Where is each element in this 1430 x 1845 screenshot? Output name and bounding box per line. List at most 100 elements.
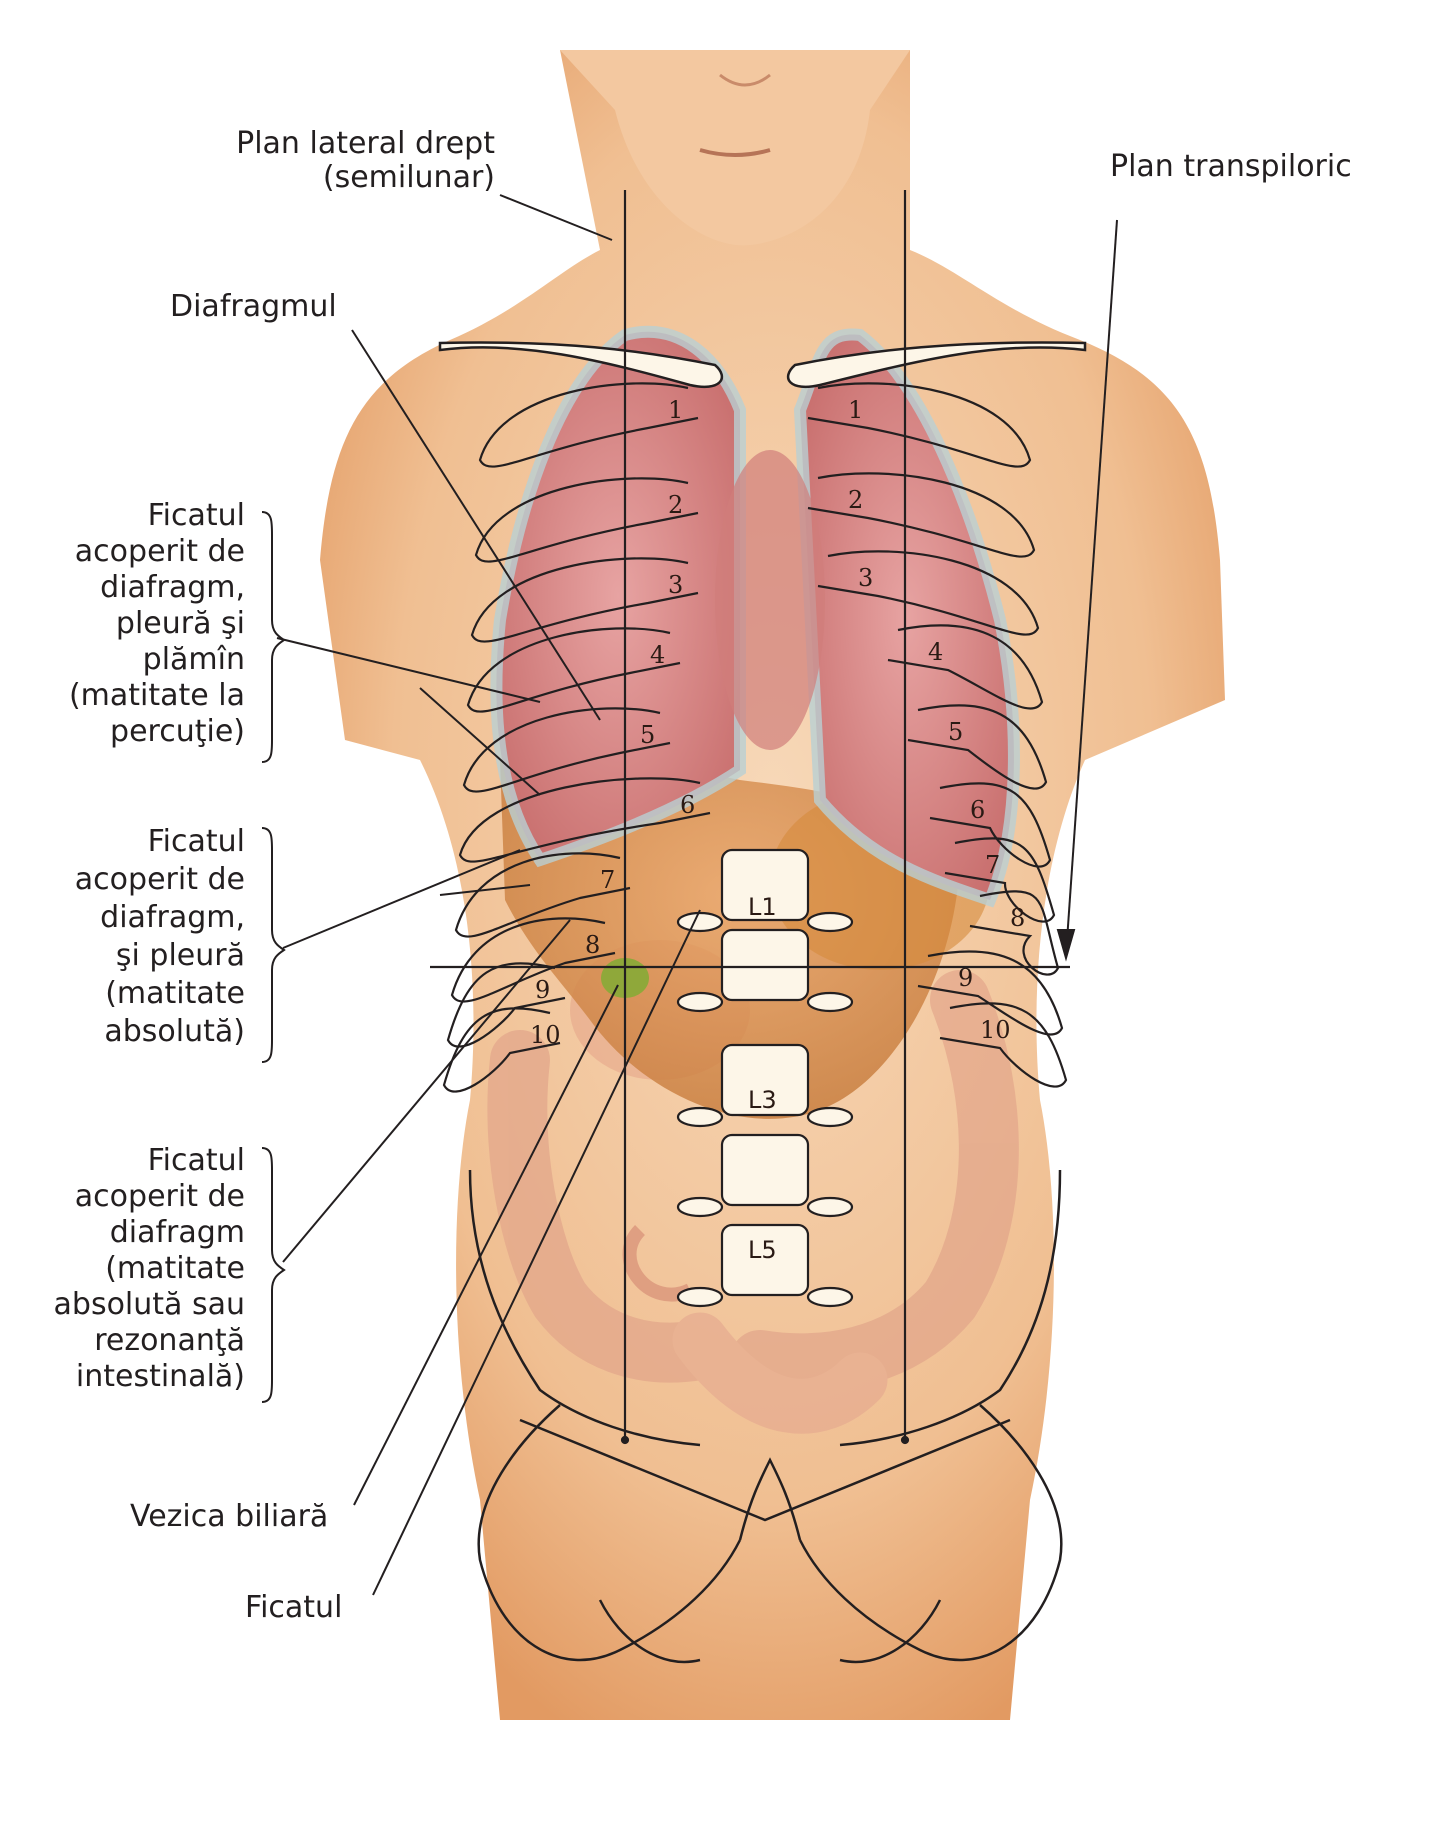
vertebra-process	[676, 1106, 724, 1128]
label-line: absolută sau	[53, 1287, 245, 1322]
label-ficatul-text: Ficatul	[245, 1590, 343, 1625]
lungs	[490, 325, 1020, 908]
label-diafragmul: Diafragmul	[170, 290, 337, 324]
label-line: Ficatul	[147, 824, 245, 859]
rib-label-right-2: 2	[848, 486, 863, 514]
vertebra-body	[720, 848, 810, 922]
rib-left-3	[470, 557, 699, 643]
rib-label-right-1: 1	[848, 396, 863, 424]
label-ficatul-group-3: Ficatul acoperit de diafragm (matitate a…	[20, 1143, 245, 1395]
label-ficatul: Ficatul	[245, 1591, 342, 1625]
label-line: diafragm,	[100, 900, 245, 935]
vertebra-process	[676, 911, 724, 933]
vertebra-process	[806, 991, 854, 1013]
rib-label-right-4: 4	[928, 638, 943, 666]
vertebra-body	[720, 1043, 810, 1117]
vertebra-process	[806, 911, 854, 933]
rib-label-left-3: 3	[668, 571, 683, 599]
label-line: diafragm	[109, 1215, 245, 1250]
leader-plan-lateral	[499, 194, 613, 241]
rib-right-10	[939, 1002, 1068, 1088]
label-plan-transpiloric-text: Plan transpiloric	[1110, 149, 1352, 184]
clavicles	[438, 341, 1087, 389]
rib-left-6	[458, 777, 711, 863]
leader-plan-transpiloric	[1065, 219, 1118, 956]
label-line: acoperit de	[74, 862, 245, 897]
label-line: (matitate	[105, 976, 245, 1011]
vertebra-body	[720, 1133, 810, 1207]
label-line: diafragm,	[100, 570, 245, 605]
leader-group-2a	[282, 849, 521, 949]
brace-3	[261, 1147, 286, 1403]
label-line: Ficatul	[147, 1143, 245, 1178]
rib-right-4	[887, 624, 1044, 710]
vertebra-process	[676, 1196, 724, 1218]
label-ficatul-group-1: Ficatul acoperit de diafragm, pleură şi …	[20, 498, 245, 750]
ribs-left	[442, 382, 711, 1093]
rib-right-2	[807, 472, 1036, 558]
rib-left-5	[462, 707, 671, 793]
leader-group-1a	[276, 637, 541, 703]
rib-right-5	[907, 704, 1048, 790]
rib-right-6	[929, 782, 1052, 868]
label-line: plămîn	[142, 642, 245, 677]
label-diafragmul-text: Diafragmul	[170, 289, 337, 324]
rib-label-right-7: 7	[985, 851, 1000, 879]
label-line: şi pleură	[115, 938, 245, 973]
label-line: Ficatul	[147, 498, 245, 533]
rib-left-1	[478, 382, 699, 468]
rib-label-left-9: 9	[535, 976, 550, 1004]
rib-label-right-8: 8	[1010, 904, 1025, 932]
rib-left-7	[454, 852, 631, 938]
label-line: (matitate la	[68, 678, 245, 713]
leader-group-1b	[419, 687, 541, 796]
label-line: absolută)	[104, 1014, 245, 1049]
vertebra-label-L3: L3	[748, 1086, 777, 1114]
rib-label-left-6: 6	[680, 791, 695, 819]
vertebra-process	[806, 1286, 854, 1308]
label-line: intestinală)	[75, 1359, 245, 1394]
vertebra-process	[676, 1286, 724, 1308]
rib-label-right-6: 6	[970, 796, 985, 824]
label-vezica-biliara-text: Vezica biliară	[130, 1499, 329, 1534]
rib-label-left-7: 7	[600, 866, 615, 894]
rib-right-3	[817, 550, 1040, 636]
label-line: pleură şi	[115, 606, 245, 641]
leader-vezica	[353, 984, 619, 1506]
label-line: acoperit de	[74, 534, 245, 569]
label-line: rezonanţă	[94, 1323, 245, 1358]
rib-label-left-2: 2	[668, 491, 683, 519]
rib-left-2	[474, 477, 699, 563]
label-vezica-biliara: Vezica biliară	[130, 1500, 328, 1534]
label-plan-lateral-line1: Plan lateral drept	[236, 126, 495, 161]
rib-label-right-10: 10	[980, 1016, 1011, 1044]
brace-1	[261, 511, 286, 763]
label-plan-lateral: Plan lateral drept (semilunar)	[190, 127, 495, 195]
leader-diafragmul	[351, 329, 601, 721]
rib-label-left-4: 4	[650, 641, 665, 669]
label-line: acoperit de	[74, 1179, 245, 1214]
rib-left-10	[442, 1007, 561, 1093]
label-plan-lateral-line2: (semilunar)	[322, 160, 495, 195]
brace-2	[261, 827, 286, 1063]
spine	[676, 848, 854, 1308]
leader-group-2b	[439, 884, 531, 896]
vertebra-body	[720, 928, 810, 1002]
plane-lines	[430, 190, 1070, 1445]
pelvis	[468, 1169, 1063, 1664]
rib-left-4	[466, 627, 681, 713]
ribs-right	[807, 382, 1068, 1088]
rib-left-9	[446, 962, 566, 1048]
rib-right-1	[807, 382, 1032, 468]
rib-label-right-9: 9	[958, 964, 973, 992]
vertebra-process	[806, 1106, 854, 1128]
rib-label-left-8: 8	[585, 931, 600, 959]
rib-label-left-10: 10	[530, 1021, 561, 1049]
label-ficatul-group-2: Ficatul acoperit de diafragm, şi pleură …	[20, 823, 245, 1051]
rib-label-left-5: 5	[640, 721, 655, 749]
leader-ficatul	[372, 909, 701, 1596]
rib-right-7	[944, 837, 1056, 923]
